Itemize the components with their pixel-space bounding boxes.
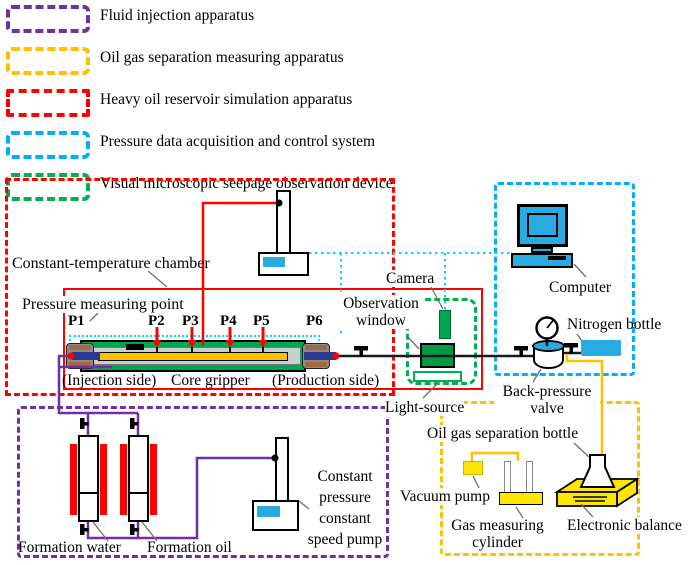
light-source-label: Light-source (385, 399, 465, 416)
water-accumulator-piston (78, 492, 99, 494)
legend-swatch-green (6, 173, 90, 201)
water-accumulator-heater-left (70, 444, 77, 515)
legend-label: Oil gas separation measuring apparatus (100, 49, 344, 66)
computer-screen (527, 213, 558, 237)
p5-label: P5 (253, 313, 270, 329)
reservoir-simulation-group-box (5, 178, 395, 396)
observation-window (420, 343, 455, 368)
legend-label: Fluid injection apparatus (100, 7, 255, 24)
legend-swatch-gold (6, 47, 90, 75)
oil-gas-bottle-label: Oil gas separation bottle (427, 425, 579, 442)
core-gripper-core-sample (98, 352, 288, 361)
p4-label: P4 (220, 313, 237, 329)
legend-swatch-red (6, 89, 90, 117)
fluid-injection-group-box (17, 406, 389, 558)
injection-fitting-ring-bottom (69, 362, 91, 367)
injection-fitting-shaft (72, 352, 100, 360)
production-fitting-shaft (304, 352, 336, 360)
legend-label: Heavy oil reservoir simulation apparatus (100, 91, 353, 108)
injection-pump-screen (257, 506, 280, 517)
production-fitting-ring-bottom (305, 362, 327, 367)
vacuum-pump (463, 461, 483, 475)
pressure-point-label: Pressure measuring point (22, 296, 184, 313)
injection-fitting-ring-top (69, 345, 91, 350)
light-source (413, 371, 462, 382)
back-pressure-valve-top (532, 340, 565, 352)
core-gripper-port-block (126, 344, 144, 350)
camera-label: Camera (386, 270, 435, 287)
water-accumulator-heater-right (100, 444, 107, 515)
injection-pump-tower (275, 437, 289, 502)
p3-label: P3 (182, 313, 199, 329)
water-accumulator (78, 435, 99, 522)
nitrogen-bottle (581, 340, 621, 356)
gas-measuring-cylinder-label: Gas measuring cylinder (451, 517, 544, 551)
nitrogen-bottle-label: Nitrogen bottle (567, 316, 662, 333)
core-gripper-label: Core gripper (171, 372, 250, 389)
confining-pump-tower (276, 190, 291, 254)
production-side-label: (Production side) (272, 372, 380, 389)
data-acquisition-group-box (494, 182, 635, 376)
chamber-label: Constant-temperature chamber (12, 255, 210, 272)
computer-slot (548, 256, 566, 260)
oil-accumulator-heater-left (120, 444, 127, 515)
formation-water-label: Formation water (18, 539, 121, 556)
observation-window-label: Observation window (340, 295, 422, 329)
oil-accumulator-heater-right (150, 444, 157, 515)
back-pressure-valve-label: Back-pressure valve (494, 383, 600, 417)
legend-swatch-purple (6, 5, 90, 33)
p6-label: P6 (306, 313, 323, 329)
oil-accumulator-piston (128, 492, 149, 494)
camera (439, 310, 451, 339)
p2-label: P2 (148, 313, 165, 329)
gas-cylinder-tube-right (526, 461, 533, 494)
gas-cylinder-tube-left (504, 461, 511, 494)
formation-oil-label: Formation oil (147, 539, 232, 556)
injection-pump-label: Constant pressure constant speed pump (307, 468, 383, 548)
injection-side-label: (Injection side) (62, 372, 157, 389)
computer-label: Computer (549, 279, 611, 296)
computer-stand (531, 247, 553, 253)
vacuum-pump-label: Vacuum pump (400, 488, 490, 505)
legend-swatch-cyan (6, 131, 90, 159)
electronic-balance-label: Electronic balance (567, 517, 682, 534)
oil-accumulator (128, 435, 149, 522)
gas-measuring-cylinder-base (499, 492, 543, 505)
production-fitting-ring-top (305, 345, 327, 350)
p1-label: P1 (68, 313, 85, 329)
confining-pump-screen (263, 257, 285, 267)
legend-label: Pressure data acquisition and control sy… (100, 133, 376, 150)
